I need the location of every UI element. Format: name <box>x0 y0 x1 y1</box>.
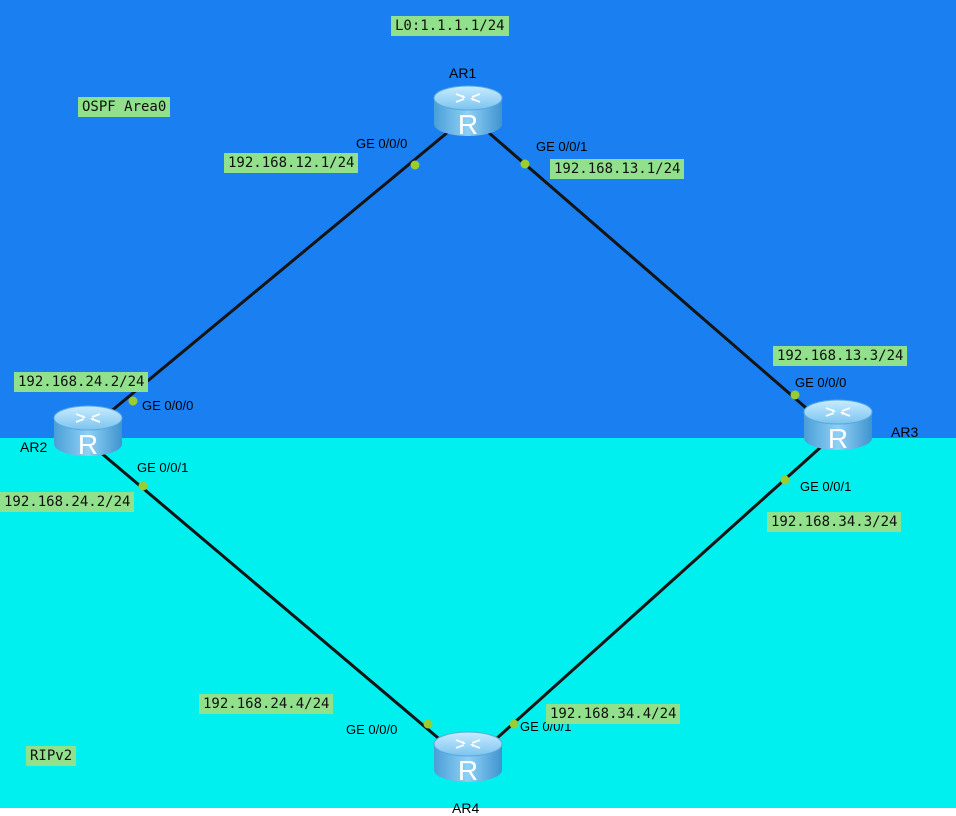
port-dot[interactable] <box>790 390 800 400</box>
port-label: GE 0/0/1 <box>800 479 852 494</box>
ip-label: 192.168.24.4/24 <box>199 694 334 714</box>
port-dot[interactable] <box>780 475 790 485</box>
ip-label: 192.168.13.1/24 <box>550 159 685 179</box>
port-label: GE 0/0/0 <box>142 398 194 413</box>
ip-label: 192.168.34.3/24 <box>767 512 902 532</box>
ip-label: 192.168.13.3/24 <box>773 346 908 366</box>
router-icon[interactable] <box>802 398 874 452</box>
router-name-ar4: AR4 <box>452 800 480 816</box>
router-name-ar3: AR3 <box>891 424 919 440</box>
port-label: GE 0/0/0 <box>795 375 847 390</box>
port-dot[interactable] <box>423 719 433 729</box>
router-icon[interactable] <box>52 404 124 458</box>
loopback-label: L0:1.1.1.1/24 <box>391 16 509 36</box>
port-label: GE 0/0/1 <box>137 460 189 475</box>
port-label: GE 0/0/0 <box>346 722 398 737</box>
router-icon[interactable] <box>432 84 504 138</box>
link-ar1-ar3 <box>487 130 821 422</box>
router-name-ar1: AR1 <box>449 65 477 81</box>
port-dot[interactable] <box>520 159 530 169</box>
zone-label-rip: RIPv2 <box>26 746 77 766</box>
ip-label: 192.168.24.2/24 <box>0 492 135 512</box>
ip-label: 192.168.34.4/24 <box>546 704 681 724</box>
router-icon[interactable] <box>432 730 504 784</box>
ip-label: 192.168.24.2/24 <box>14 372 149 392</box>
ip-label: 192.168.12.1/24 <box>224 153 359 173</box>
port-dot[interactable] <box>410 160 420 170</box>
port-dot[interactable] <box>509 719 519 729</box>
port-label: GE 0/0/1 <box>536 139 588 154</box>
zone-label-ospf: OSPF Area0 <box>78 97 171 117</box>
port-label: GE 0/0/0 <box>356 136 408 151</box>
port-dot[interactable] <box>128 396 138 406</box>
port-dot[interactable] <box>138 481 148 491</box>
link-ar3-ar4 <box>484 444 824 750</box>
link-ar2-ar4 <box>99 450 451 750</box>
router-name-ar2: AR2 <box>20 439 48 455</box>
